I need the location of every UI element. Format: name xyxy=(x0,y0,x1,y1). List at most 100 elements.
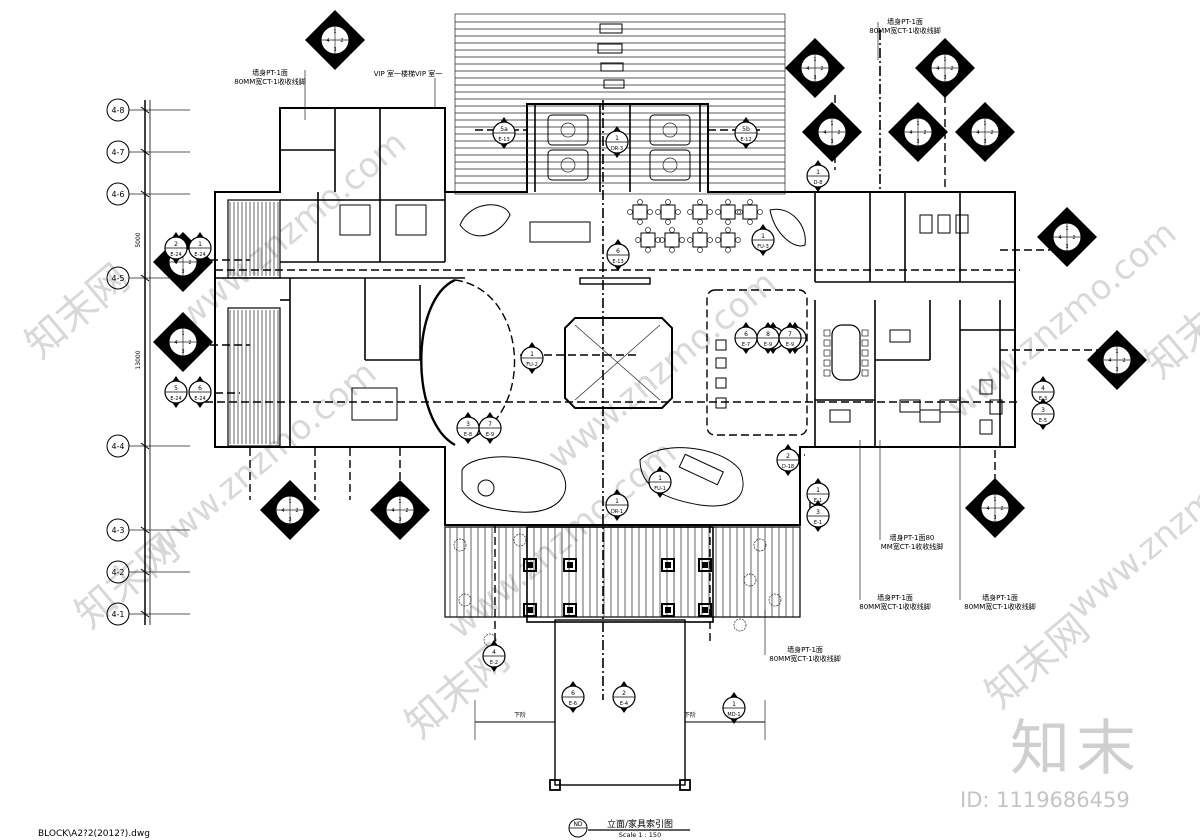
desk xyxy=(829,409,851,423)
diamond-tag-num: 2 xyxy=(1122,358,1125,364)
diamond-tag-ref: E-18 xyxy=(1112,380,1122,386)
diamond-tag-num: 2 xyxy=(188,340,191,346)
diamond-tag-num: 4 xyxy=(936,66,939,72)
circle-tag-bottom: E-6 xyxy=(569,701,577,707)
circle-tag-top: 4 xyxy=(1041,385,1045,392)
diamond-tag-num: 3 xyxy=(333,47,336,53)
circle-tag-bottom: E-1 xyxy=(814,520,822,526)
axis-label: 4-6 xyxy=(111,190,124,199)
diamond-tag-num: 3 xyxy=(830,139,833,145)
seat xyxy=(735,209,741,215)
diamond-tag-ref: E-25 xyxy=(395,486,405,492)
diamond-tag-num: 3 xyxy=(1115,367,1118,373)
circle-tag-bottom: E-4 xyxy=(620,701,628,707)
column xyxy=(523,558,537,572)
reception-counter xyxy=(529,221,591,243)
seat xyxy=(725,199,731,205)
column xyxy=(661,603,675,617)
diamond-tag-ref: E-17 xyxy=(330,16,340,22)
atrium-cross xyxy=(574,324,661,401)
diamond-tag-ref: E-10 xyxy=(831,66,841,72)
booth-table xyxy=(662,122,678,138)
portico-floor xyxy=(526,526,714,623)
seat xyxy=(659,237,665,243)
diamond-tag-ref: E-18 xyxy=(1112,336,1122,342)
dining-table xyxy=(692,232,708,248)
seat xyxy=(665,199,671,205)
seat xyxy=(725,227,731,233)
diamond-tag-num: 1 xyxy=(943,57,946,63)
diamond-tag-num: 1 xyxy=(333,29,336,35)
diamond-tag-ref: E-16 xyxy=(827,108,837,114)
diamond-tag-ref: E-19 xyxy=(969,506,979,512)
column xyxy=(698,558,712,572)
circle-tags: 5aE-135bE-121DR-31D-86E-131FU-31FU-21FU-… xyxy=(164,117,1055,724)
diamond-tag-num: 2 xyxy=(1000,506,1003,512)
diamond-tag-num: 1 xyxy=(916,121,919,127)
side-room xyxy=(227,307,281,447)
chair xyxy=(823,349,831,357)
diamond-tag-ref: E-18 xyxy=(1091,358,1101,364)
shrub xyxy=(753,538,767,552)
diamond-tag-num: 4 xyxy=(326,38,329,44)
diamond-tag-num: 3 xyxy=(943,75,946,81)
circle-tag-top: 6 xyxy=(571,690,575,697)
watermark-text: www.znzmo.com xyxy=(1060,413,1200,627)
diamond-tag-ref: E-20 xyxy=(959,130,969,136)
circle-tag-bottom: D-8 xyxy=(814,180,823,186)
wc-stall xyxy=(937,214,951,234)
booth xyxy=(547,114,589,146)
diamond-tag-num: 4 xyxy=(986,506,989,512)
diamond-tag-num: 3 xyxy=(398,517,401,523)
circle-tag-top: 4 xyxy=(492,649,496,656)
wall-note-line1: 墙身PT-1面 xyxy=(787,645,823,654)
diamond-tag-ref: E-16 xyxy=(806,130,816,136)
seat xyxy=(747,199,753,205)
diamond-tag-ref: E-17 xyxy=(309,38,319,44)
diamond-tag-num: 2 xyxy=(990,130,993,136)
chair xyxy=(823,359,831,367)
booth xyxy=(649,149,691,181)
diamond-tag-num: 2 xyxy=(188,260,191,266)
circle-tag-top: 3 xyxy=(466,421,470,428)
watermark-text-cn: 知末网 xyxy=(1137,275,1200,387)
wall-note-line2: MM宽CT-1收收线脚 xyxy=(881,542,944,551)
circle-tag-top: 2 xyxy=(786,453,790,460)
circle-tag-bottom: D-18 xyxy=(782,464,794,470)
wall-note-line2: 80MM宽CT-1收收线脚 xyxy=(769,654,841,663)
dining-table xyxy=(640,232,656,248)
vip-table xyxy=(351,387,398,421)
seat xyxy=(687,209,693,215)
circle-tag-bottom: E-2 xyxy=(490,660,498,666)
vip-room-bath xyxy=(395,204,427,236)
circle-tag-bottom: FU-1 xyxy=(654,486,666,492)
seat xyxy=(655,209,661,215)
axis-dimension: 13000 xyxy=(135,350,142,369)
diamond-tag-num: 1 xyxy=(1065,226,1068,232)
title-ref-tag: ND xyxy=(573,821,582,828)
diamond-tag-num: 4 xyxy=(806,66,809,72)
axis-label: 4-7 xyxy=(111,148,124,157)
shrub xyxy=(768,593,782,607)
seat xyxy=(725,219,731,225)
seat xyxy=(669,227,675,233)
circle-tag-bottom: MD-1 xyxy=(727,712,740,718)
axis-tick xyxy=(140,442,150,450)
diamond-tag-num: 3 xyxy=(993,515,996,521)
seat xyxy=(715,209,721,215)
step-block xyxy=(599,23,623,34)
file-name: BLOCK\A2?2(2012?).dwg xyxy=(38,829,150,839)
dining-table xyxy=(742,204,758,220)
diamond-tag-ref: E-20 xyxy=(1001,130,1011,136)
seat xyxy=(669,247,675,253)
circle-tag-top: 2 xyxy=(174,241,178,248)
title-main: 立面/家具索引图 xyxy=(607,818,673,830)
column xyxy=(563,603,577,617)
seat xyxy=(655,237,661,243)
diamond-tag-num: 3 xyxy=(181,349,184,355)
diamond-tag-ref: E-22 xyxy=(940,44,950,50)
circle-tag-bottom: E-24 xyxy=(194,252,205,258)
axis-tick xyxy=(140,148,150,156)
